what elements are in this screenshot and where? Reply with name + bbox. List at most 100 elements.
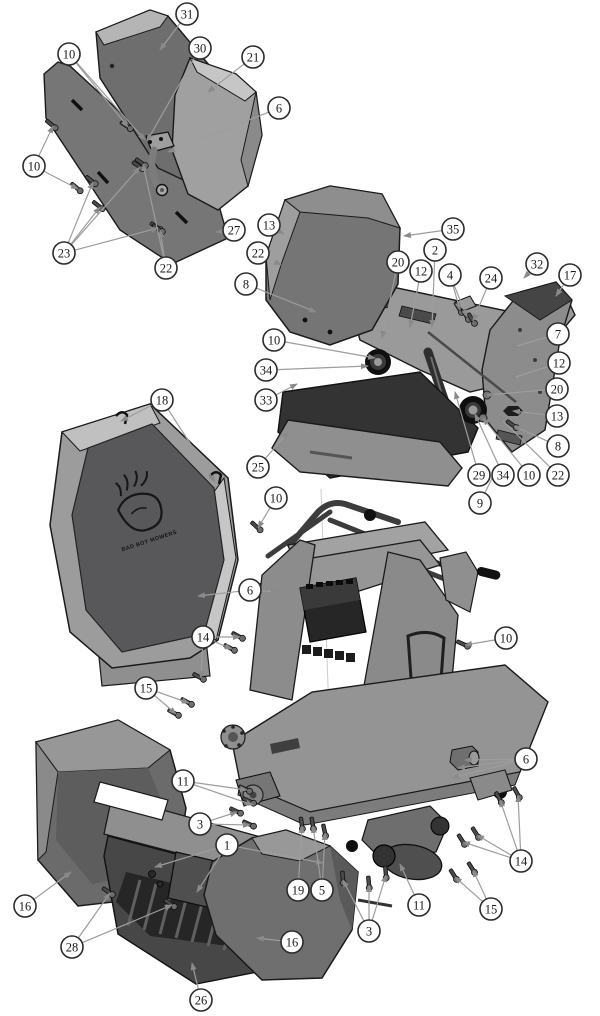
callout-number: 32: [531, 257, 544, 271]
callout-balloon: [441, 217, 465, 241]
callout-balloon: [171, 769, 195, 793]
callout-number: 7: [555, 327, 561, 341]
callout-balloon: [517, 463, 541, 487]
leader-line-26: [190, 962, 199, 990]
leader-line-18: [167, 408, 216, 483]
leader-line-20: [486, 389, 547, 398]
leader-line-7: [509, 336, 548, 349]
screw-fastener: [230, 629, 247, 643]
callout-6: 6: [267, 96, 291, 120]
callout-18: 18: [150, 388, 174, 412]
leader-line-3: [210, 821, 251, 828]
callout-number: 16: [19, 899, 32, 913]
callout-number: 26: [195, 993, 208, 1007]
callout-number: 1: [224, 838, 230, 852]
callout-number: 8: [555, 439, 561, 453]
callout-number: 15: [485, 902, 498, 916]
battery-caps: [306, 579, 353, 589]
callout-balloon: [386, 250, 410, 274]
shell-side-facet: [240, 91, 263, 188]
callout-balloon: [154, 256, 178, 280]
leader-line-5: [311, 825, 322, 880]
leader-line-15: [472, 869, 487, 900]
callout-balloon: [468, 491, 492, 515]
roller-small-left: [346, 840, 358, 852]
callout-number: 23: [58, 246, 71, 260]
callout-balloon: [246, 455, 270, 479]
callout-number: 14: [515, 854, 528, 868]
callout-26: 26: [189, 988, 213, 1012]
leader-line-14: [476, 834, 512, 856]
adjuster-rod: [427, 331, 517, 403]
callout-balloon: [558, 263, 582, 287]
leader-line-25: [264, 431, 289, 459]
callout-number: 35: [447, 222, 460, 236]
leader-line-3: [210, 811, 238, 822]
callout-balloon: [546, 322, 570, 346]
leader-line-34: [474, 413, 499, 466]
leader-line-15: [454, 876, 484, 903]
bracket-top-facet: [503, 281, 573, 321]
leader-line-13: [512, 408, 547, 416]
leader-lines: [33, 22, 565, 990]
callout-33: 33: [254, 388, 278, 412]
callout-3: 3: [188, 812, 212, 836]
leader-line-17: [555, 283, 565, 297]
callout-28: 28: [60, 935, 84, 959]
callout-balloon: [188, 36, 212, 60]
hub-bolts: [222, 725, 244, 748]
callout-4: 4: [438, 263, 462, 287]
adjust-knob: [364, 509, 376, 521]
leader-line-28: [81, 904, 173, 944]
hinge-pin: [159, 137, 163, 141]
leader-line-5: [321, 832, 328, 880]
callout-balloon: [546, 434, 570, 458]
door-knob: [156, 880, 164, 888]
roller-arm: [469, 769, 513, 801]
callout-13: 13: [545, 404, 569, 428]
frame-left-upright: [249, 539, 316, 701]
callout-balloon: [546, 463, 570, 487]
callout-number: 9: [477, 496, 483, 510]
callout-9: 9: [468, 491, 492, 515]
leader-line-10: [284, 341, 376, 360]
leader-line-10: [75, 61, 146, 141]
callout-balloon: [22, 154, 46, 178]
callout-number: 10: [523, 468, 536, 482]
callout-number: 10: [63, 47, 76, 61]
callout-10: 10: [264, 486, 288, 510]
callout-number: 12: [553, 356, 566, 370]
callout-number: 25: [252, 460, 265, 474]
callout-12: 12: [547, 351, 571, 375]
leader-line-33: [275, 383, 298, 396]
leader-line-6: [167, 111, 270, 153]
callout-balloon: [57, 42, 81, 66]
leader-line-10: [464, 639, 496, 647]
callout-15: 15: [134, 676, 158, 700]
callout-number: 24: [485, 271, 498, 285]
cover-rod: [357, 898, 393, 908]
callout-number: 11: [413, 898, 425, 912]
callout-22: 22: [154, 256, 178, 280]
leader-line-31: [159, 22, 181, 51]
callout-balloon: [191, 625, 215, 649]
callout-balloon: [514, 747, 538, 771]
lever-grip: [476, 566, 501, 580]
leader-line-21: [207, 63, 245, 93]
screw-fastener: [469, 825, 484, 842]
suspension-exploded-group: [265, 185, 576, 487]
callout-balloon: [409, 259, 433, 283]
callout-11: 11: [171, 769, 195, 793]
leader-line-23: [70, 206, 101, 245]
callout-10: 10: [22, 154, 46, 178]
leader-line-3: [371, 874, 387, 921]
leader-line-10: [38, 125, 54, 157]
callout-balloon: [215, 833, 239, 857]
backrest-cushion-group: BAD BOY MOWERS: [49, 403, 239, 687]
callout-number: 13: [263, 218, 276, 232]
callout-number: 2: [432, 243, 438, 257]
callout-number: 13: [551, 409, 564, 423]
logo-detail: [130, 507, 147, 515]
leader-line-1: [154, 847, 217, 868]
callout-balloon: [545, 404, 569, 428]
